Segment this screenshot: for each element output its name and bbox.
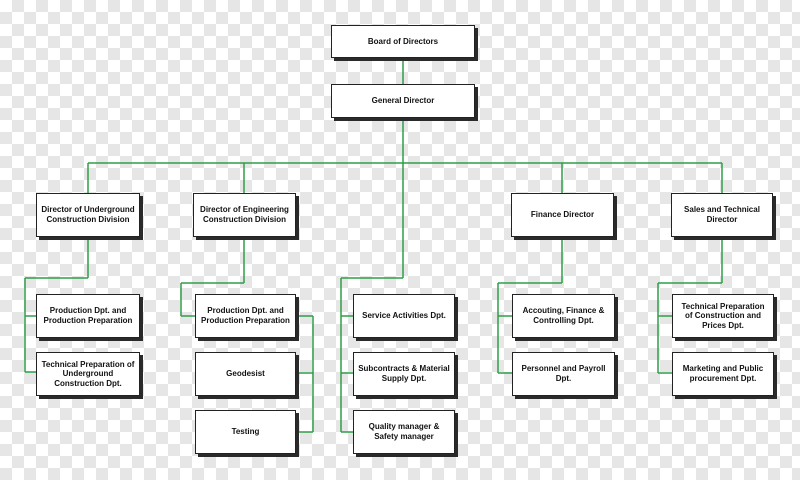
node-label: Technical Preparation of Construction an… xyxy=(681,301,765,330)
node-eng-geodesist: Geodesist xyxy=(195,352,296,396)
node-ug-production: Production Dpt. and Production Preparati… xyxy=(36,294,140,338)
node-label: Production Dpt. and Production Preparati… xyxy=(201,306,290,325)
node-subcontracts: Subcontracts & Material Supply Dpt. xyxy=(353,352,455,396)
node-eng-testing: Testing xyxy=(195,410,296,454)
node-label: Personnel and Payroll Dpt. xyxy=(521,364,606,383)
node-personnel: Personnel and Payroll Dpt. xyxy=(512,352,615,396)
node-label: General Director xyxy=(371,96,435,106)
node-label: Subcontracts & Material Supply Dpt. xyxy=(358,364,450,383)
node-label: Geodesist xyxy=(226,369,265,379)
node-finance-director: Finance Director xyxy=(511,193,614,237)
node-label: Testing xyxy=(231,427,260,437)
node-sales-director: Sales and Technical Director xyxy=(671,193,773,237)
node-label: Quality manager & Safety manager xyxy=(368,422,440,441)
node-label: Production Dpt. and Production Preparati… xyxy=(43,306,133,325)
node-label: Board of Directors xyxy=(367,36,439,46)
node-label: Technical Preparation of Underground Con… xyxy=(41,359,135,388)
node-general-director: General Director xyxy=(331,84,475,118)
node-tech-prep-prices: Technical Preparation of Construction an… xyxy=(672,294,774,338)
node-label: Sales and Technical Director xyxy=(684,205,760,224)
node-accounting: Accouting, Finance & Controlling Dpt. xyxy=(512,294,615,338)
node-label: Director of Engineering Construction Div… xyxy=(200,205,289,224)
node-eng-production: Production Dpt. and Production Preparati… xyxy=(195,294,296,338)
node-service-activities: Service Activities Dpt. xyxy=(353,294,455,338)
node-quality-safety: Quality manager & Safety manager xyxy=(353,410,455,454)
node-engineering-director: Director of Engineering Construction Div… xyxy=(193,193,296,237)
node-label: Finance Director xyxy=(530,210,595,220)
node-label: Marketing and Public procurement Dpt. xyxy=(682,364,764,383)
node-label: Director of Underground Construction Div… xyxy=(41,205,135,224)
node-board-of-directors: Board of Directors xyxy=(331,25,475,58)
node-underground-director: Director of Underground Construction Div… xyxy=(36,193,140,237)
node-label: Accouting, Finance & Controlling Dpt. xyxy=(522,306,605,325)
node-label: Service Activities Dpt. xyxy=(362,311,446,321)
node-ug-technical: Technical Preparation of Underground Con… xyxy=(36,352,140,396)
node-marketing: Marketing and Public procurement Dpt. xyxy=(672,352,774,396)
